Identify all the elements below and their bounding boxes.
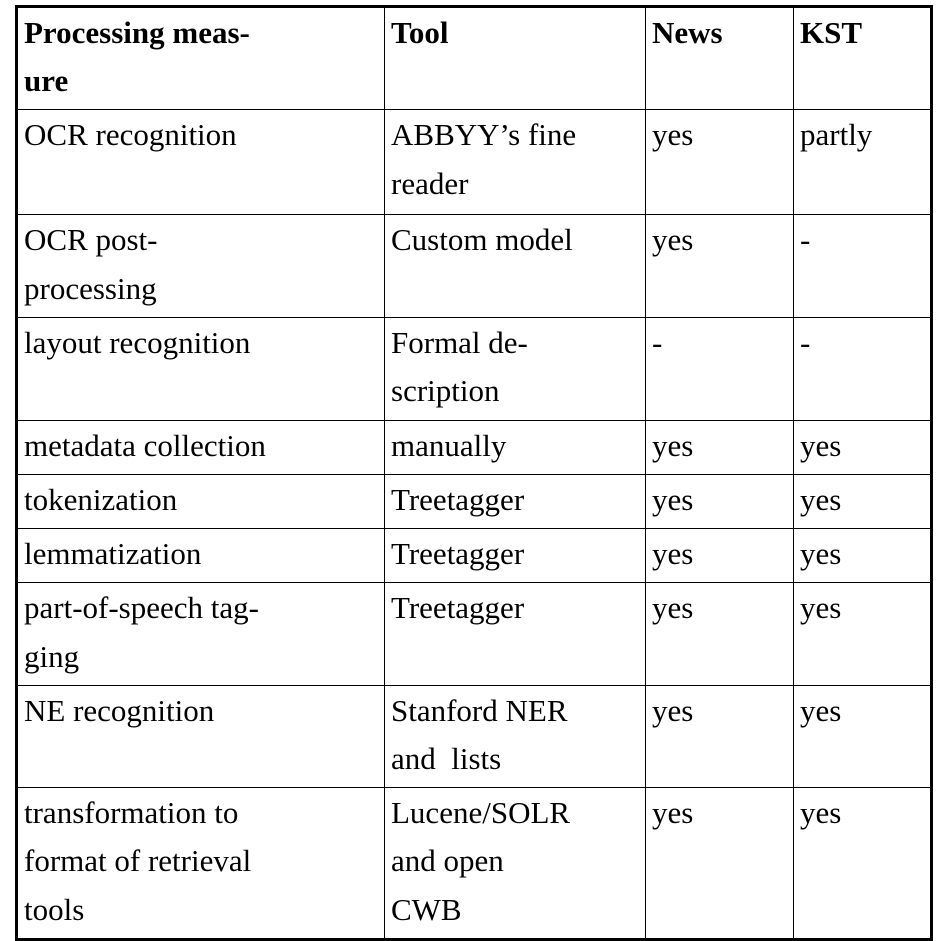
column-header-news-label: News (652, 15, 723, 50)
cell-measure: transformation to format of retrieval to… (15, 787, 385, 941)
cell-kst-text: - (800, 222, 811, 258)
cell-kst: - (793, 316, 933, 421)
cell-kst: partly (793, 109, 933, 216)
cell-kst-text: yes (800, 590, 842, 626)
table-row: layout recognition Formal de- scription … (15, 316, 933, 421)
cell-measure-text: metadata collection (24, 427, 266, 463)
cell-tool: Formal de- scription (384, 316, 646, 421)
cell-news-text: yes (652, 482, 694, 518)
cell-kst: yes (793, 684, 933, 789)
cell-measure: lemmatization (15, 528, 385, 584)
cell-measure: layout recognition (15, 316, 385, 421)
cell-tool: Custom model (384, 214, 646, 318)
cell-kst: yes (793, 582, 933, 686)
cell-kst-text: partly (800, 117, 873, 153)
cell-news-text: yes (652, 536, 694, 572)
table-header-row: Processing meas- ure Tool News KST (15, 4, 933, 111)
column-header-measure: Processing meas- ure (15, 4, 385, 111)
cell-kst: yes (793, 419, 933, 476)
cell-measure-text: tokenization (24, 482, 178, 518)
cell-measure: NE recognition (15, 684, 385, 789)
column-header-kst: KST (793, 4, 933, 111)
cell-news: yes (645, 214, 794, 318)
cell-tool: manually (384, 419, 646, 476)
cell-kst-text: - (800, 324, 811, 360)
cell-kst-text: yes (800, 795, 842, 831)
cell-tool-text: Stanford NER and lists (391, 692, 568, 777)
cell-tool: Lucene/SOLR and open CWB (384, 787, 646, 941)
column-header-news: News (645, 4, 794, 111)
cell-kst: yes (793, 787, 933, 941)
cell-tool: Treetagger (384, 528, 646, 584)
cell-measure-text: OCR post- processing (24, 222, 158, 306)
column-header-tool: Tool (384, 4, 646, 111)
cell-news-text: yes (652, 795, 694, 831)
cell-kst: - (793, 214, 933, 318)
cell-tool: Treetagger (384, 474, 646, 530)
cell-kst-text: yes (800, 482, 842, 518)
cell-measure: OCR recognition (15, 109, 385, 216)
cell-tool-text: Custom model (391, 222, 573, 258)
cell-news: - (645, 316, 794, 421)
cell-measure-text: NE recognition (24, 692, 215, 728)
column-header-kst-label: KST (800, 15, 863, 50)
cell-news: yes (645, 684, 794, 789)
cell-tool-text: Formal de- scription (391, 324, 528, 409)
cell-news: yes (645, 109, 794, 216)
cell-measure-text: layout recognition (24, 324, 251, 360)
cell-news: yes (645, 582, 794, 686)
cell-news-text: yes (652, 692, 694, 728)
cell-news: yes (645, 419, 794, 476)
cell-tool-text: Treetagger (391, 536, 525, 572)
cell-tool: Stanford NER and lists (384, 684, 646, 789)
table-row: metadata collection manually yes yes (15, 419, 933, 476)
cell-kst-text: yes (800, 692, 842, 728)
cell-news-text: - (652, 324, 663, 360)
cell-measure: OCR post- processing (15, 214, 385, 318)
cell-measure: metadata collection (15, 419, 385, 476)
cell-measure: part-of-speech tag- ging (15, 582, 385, 686)
cell-tool-text: Treetagger (391, 482, 525, 518)
cell-news: yes (645, 528, 794, 584)
cell-tool-text: manually (391, 427, 507, 463)
cell-news-text: yes (652, 427, 694, 463)
processing-measures-table: Processing meas- ure Tool News KST OCR r… (15, 4, 933, 941)
table-row: tokenization Treetagger yes yes (15, 474, 933, 530)
page-root: Processing meas- ure Tool News KST OCR r… (15, 4, 933, 941)
table-row: OCR post- processing Custom model yes - (15, 214, 933, 318)
table-row: transformation to format of retrieval to… (15, 787, 933, 941)
table-row: lemmatization Treetagger yes yes (15, 528, 933, 584)
cell-kst-text: yes (800, 536, 842, 572)
cell-news-text: yes (652, 117, 694, 153)
column-header-measure-label: Processing meas- ure (24, 15, 250, 99)
cell-measure-text: part-of-speech tag- ging (24, 590, 259, 674)
cell-kst: yes (793, 474, 933, 530)
cell-news-text: yes (652, 590, 694, 626)
cell-kst-text: yes (800, 427, 842, 463)
cell-tool: ABBYY’s fine reader (384, 109, 646, 216)
cell-news: yes (645, 787, 794, 941)
cell-kst: yes (793, 528, 933, 584)
cell-news: yes (645, 474, 794, 530)
cell-tool: Treetagger (384, 582, 646, 686)
cell-measure-text: OCR recognition (24, 117, 237, 153)
table-row: NE recognition Stanford NER and lists ye… (15, 684, 933, 789)
table-row: part-of-speech tag- ging Treetagger yes … (15, 582, 933, 686)
column-header-tool-label: Tool (391, 15, 449, 50)
cell-tool-text: Lucene/SOLR and open CWB (391, 795, 571, 927)
cell-tool-text: ABBYY’s fine reader (391, 117, 577, 201)
cell-measure: tokenization (15, 474, 385, 530)
cell-measure-text: transformation to format of retrieval to… (24, 795, 252, 927)
table-row: OCR recognition ABBYY’s fine reader yes … (15, 109, 933, 216)
cell-tool-text: Treetagger (391, 590, 525, 626)
cell-measure-text: lemmatization (24, 536, 202, 572)
cell-news-text: yes (652, 222, 694, 258)
table-body: Processing meas- ure Tool News KST OCR r… (15, 4, 933, 941)
